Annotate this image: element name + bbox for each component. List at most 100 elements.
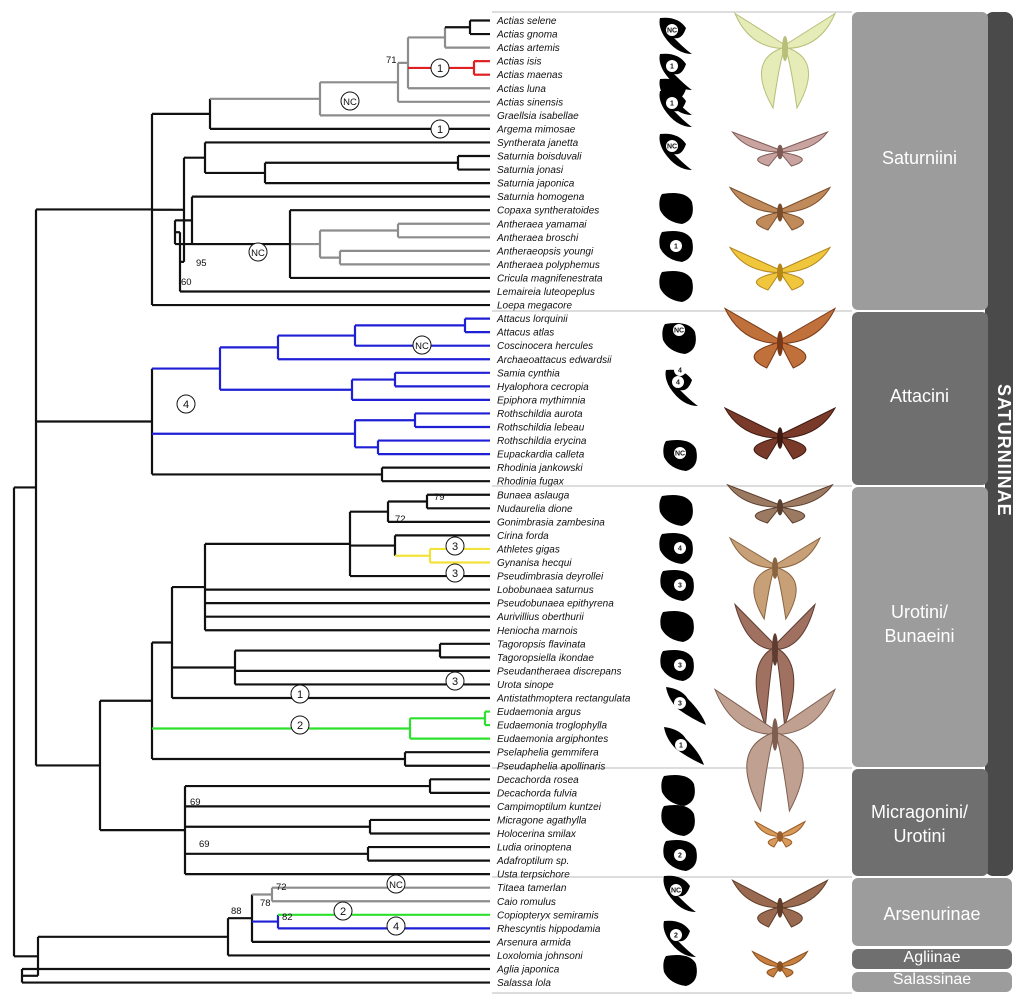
moth-forewing-right [779, 950, 809, 968]
taxon-label: Rhescyntis hippodamia [497, 924, 601, 935]
wing-badge: NC [670, 884, 682, 896]
taxon-label: Pseudobunaea epithyrena [497, 599, 614, 610]
taxon-label: Aglia japonica [496, 965, 560, 976]
taxon-label: Copiopteryx semiramis [497, 910, 599, 921]
wing-badge-circle [674, 364, 686, 376]
moth-forewing-left [734, 602, 776, 651]
branch-marker-label: 2 [340, 906, 346, 918]
support-value: 78 [260, 898, 271, 909]
wing-badge: 3 [674, 697, 686, 709]
branch-marker-circle [290, 684, 310, 704]
wing-badge-circle [675, 739, 687, 751]
wing-badge-label: 2 [674, 933, 678, 940]
moth-body [777, 203, 783, 222]
taxon-label: Rhodinia jankowski [497, 463, 583, 474]
taxon-label: Decachorda rosea [497, 775, 579, 786]
wing-badge-label: 4 [676, 380, 680, 387]
taxon-label: Hyalophora cecropia [497, 382, 589, 393]
taxon-label: Nudaurelia dione [497, 504, 573, 515]
taxon-label: Antheraea yamamai [496, 219, 587, 230]
branch-marker-circle [430, 58, 450, 78]
panel-arsenurinae [852, 878, 1012, 946]
moth-hindwing-right [774, 646, 795, 727]
wing-badge-label: NC [667, 144, 677, 151]
taxon-label: Pseudaphelia apollinaris [497, 761, 605, 772]
moth-forewing-left [723, 307, 781, 345]
panel-urotini-bunaeini [852, 487, 988, 767]
taxon-label: Urota sinope [497, 680, 554, 691]
moth-hindwing-left [746, 731, 776, 813]
wing-badge: 1 [666, 97, 678, 109]
moth-body [772, 633, 778, 666]
taxon-label: Actias gnoma [496, 30, 558, 41]
moth-micragone [753, 820, 807, 848]
branch-marker: 1 [430, 58, 450, 78]
moth-forewing-left [731, 879, 781, 909]
moth-forewing-left [751, 950, 781, 968]
tree-branches [12, 19, 490, 984]
moth-hindwing-right [779, 906, 803, 928]
branch-marker-label: 1 [437, 63, 443, 75]
taxon-label: Copaxa syntheratoides [497, 206, 599, 217]
moth-hindwing-right [784, 46, 810, 110]
support-value: 71 [386, 55, 397, 66]
group-label-salassinae: Salassinae [892, 971, 972, 988]
moth-hindwing-right [774, 566, 797, 621]
moth-forewing-right [779, 483, 834, 508]
branch-marker-circle [290, 715, 310, 735]
wing-badge-label: NC [667, 28, 677, 35]
branch-marker-label: 1 [437, 124, 443, 136]
panel-saturniini [852, 12, 988, 310]
group-label-urotini-bunaeini: Urotini/ Bunaeini [884, 602, 955, 646]
taxon-label: Coscinocera hercules [497, 341, 593, 352]
moth-athletes [728, 536, 822, 621]
wing-badge-circle [674, 447, 686, 459]
taxon-label: Pseudimbrasia deyrollei [497, 572, 604, 583]
wing-badge-circle [670, 929, 682, 941]
moth-body [777, 144, 783, 160]
moth-forewing-right [779, 307, 837, 345]
moth-forewing-right [774, 536, 822, 569]
branch-marker-label: NC [343, 97, 357, 108]
wing-silhouette [661, 805, 695, 836]
wing-badge-circle [674, 659, 686, 671]
branch-marker-circle [445, 563, 465, 583]
moth-body [777, 263, 783, 282]
support-value: 79 [434, 492, 445, 503]
wing-badge: 4 [674, 364, 686, 376]
moth-forewing-right [779, 406, 837, 439]
group-label-micragonini-urotini: Micragonini/ Urotini [870, 802, 969, 846]
taxon-label: Heniocha marnois [497, 626, 578, 637]
wing-badge-label: NC [674, 328, 684, 335]
branch-marker: 3 [445, 671, 465, 691]
moth-hindwing-left [753, 566, 776, 621]
taxon-label: Saturnia japonica [497, 179, 575, 190]
wing-silhouette [659, 133, 692, 170]
moth-forewing-right [779, 130, 829, 153]
wing-badge-circle [666, 60, 678, 72]
taxon-label: Eudaemonia argus [497, 707, 581, 718]
branch-marker-label: 3 [452, 568, 458, 580]
moth-forewing-left [728, 246, 781, 274]
wing-badge-circle [674, 697, 686, 709]
branch-marker-label: 2 [297, 720, 303, 732]
wing-silhouette [666, 687, 706, 725]
branch-marker: NC [248, 242, 268, 262]
taxon-label: Gonimbrasia zambesina [497, 517, 605, 528]
taxon-label: Antheraea broschi [496, 233, 579, 244]
taxon-label: Pseudantheraea discrepans [497, 666, 622, 677]
wing-badge-circle [666, 97, 678, 109]
taxon-label: Cricula magnifenestrata [497, 273, 603, 284]
branch-marker: NC [412, 335, 432, 355]
moth-body [777, 427, 783, 449]
moth-forewing-left [728, 536, 776, 569]
taxon-label: Eudaemonia troglophylla [497, 721, 608, 732]
moth-forewing-right [784, 12, 837, 50]
wing-badge-circle [666, 140, 678, 152]
branch-marker: 4 [386, 916, 406, 936]
moth-body [777, 831, 783, 842]
branch-marker-circle [340, 91, 360, 111]
moth-body [777, 897, 783, 918]
